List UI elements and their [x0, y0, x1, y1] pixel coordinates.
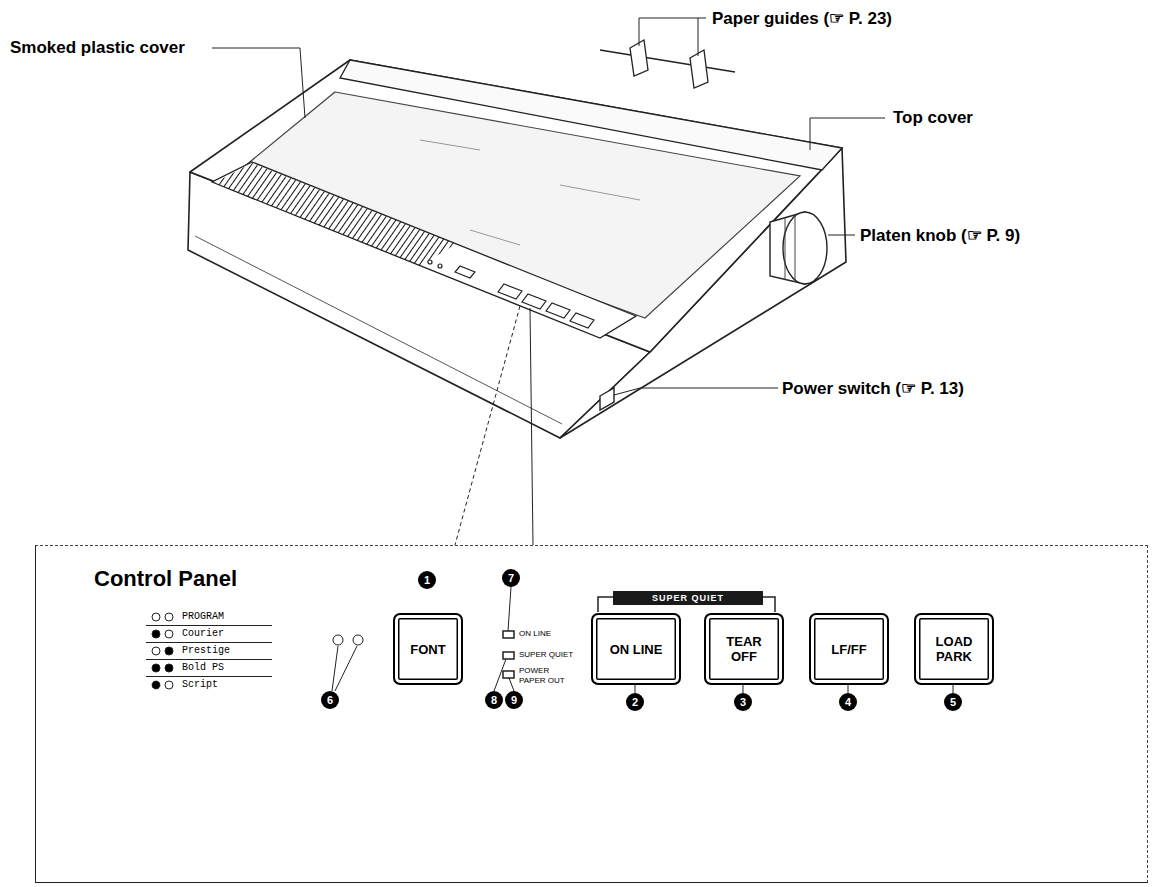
lamp-off: [165, 681, 173, 689]
callout-line: [848, 684, 849, 693]
leader-line: [639, 18, 706, 46]
strip-button: [498, 284, 522, 299]
leader-line: [698, 18, 699, 56]
strip-button: [522, 294, 546, 309]
callout-number: 1: [418, 571, 436, 589]
panel-button: LOAD PARK: [914, 613, 994, 685]
callout-line: [335, 646, 357, 691]
callout-line: [635, 684, 636, 693]
panel-marks: [332, 587, 953, 693]
callout-line: [508, 587, 511, 631]
part-label: Platen knob (☞ P. 9): [860, 225, 1020, 246]
part-label: Paper guides (☞ P. 23): [712, 8, 892, 29]
font-indicator-label: PROGRAM: [182, 611, 224, 623]
callout-number: 9: [505, 691, 523, 709]
zoom-line: [530, 308, 533, 545]
platen-knob: [783, 212, 827, 284]
led: [503, 671, 514, 678]
lamp-off: [152, 647, 160, 655]
font-indicator-table: [146, 613, 272, 689]
part-label: Top cover: [893, 108, 973, 128]
callout-number: 3: [734, 693, 752, 711]
power-switch: [600, 388, 614, 410]
lamp-off: [165, 630, 173, 638]
table-rule: [146, 659, 272, 660]
lamp-off: [152, 613, 160, 621]
font-lamp: [353, 635, 363, 645]
panel-button: ON LINE: [591, 613, 681, 685]
table-rule: [146, 625, 272, 626]
leader-line: [614, 388, 778, 395]
panel-button: FONT: [393, 613, 463, 685]
control-strip: [212, 162, 636, 338]
leader-line: [810, 118, 885, 150]
lamp-on: [152, 664, 160, 672]
guide-rail: [600, 50, 735, 72]
font-indicator-label: Script: [182, 679, 218, 691]
lamp-blink: [152, 681, 160, 689]
strip-button: [546, 303, 570, 318]
reflection-line: [420, 140, 640, 245]
callout-line: [332, 646, 338, 691]
led: [503, 652, 514, 659]
button-label: ON LINE: [610, 642, 663, 657]
callout-number: 2: [626, 693, 644, 711]
font-indicator-label: Bold PS: [182, 662, 224, 674]
font-indicator-label: Prestige: [182, 645, 230, 657]
band-label: SUPER QUIET: [652, 593, 724, 603]
panel-button: TEAR OFF: [704, 613, 784, 685]
led: [503, 631, 514, 638]
table-rule: [146, 642, 272, 643]
key-band: SUPER QUIET: [613, 591, 763, 605]
callout-line: [494, 659, 506, 691]
zoom-line: [455, 306, 520, 545]
callout-number: 6: [321, 691, 339, 709]
button-label: LF/FF: [831, 642, 866, 657]
strip-button: [455, 266, 475, 278]
strip-buttons: [428, 260, 594, 328]
panel-title: Control Panel: [94, 566, 237, 592]
strip-lamp: [428, 260, 432, 264]
leader-lines: [212, 18, 885, 545]
button-label: TEAR OFF: [720, 634, 768, 664]
led-label: POWER: [519, 666, 549, 676]
printer-body: [188, 60, 846, 438]
paper-guide: [690, 50, 708, 88]
led-label: PAPER OUT: [519, 676, 565, 686]
callout-line: [509, 678, 514, 691]
button-label: FONT: [410, 642, 445, 657]
lamp-off: [165, 613, 173, 621]
top-face: [190, 60, 842, 352]
strip-button: [570, 313, 594, 328]
lamp-on: [165, 647, 173, 655]
callout-line: [743, 684, 744, 693]
callout-number: 5: [944, 693, 962, 711]
led-label: ON LINE: [519, 629, 551, 639]
led-label: SUPER QUIET: [519, 650, 573, 660]
button-label: LOAD PARK: [930, 634, 978, 664]
panel-button: LF/FF: [809, 613, 889, 685]
knob-ridge: [785, 215, 795, 282]
hatched-area: [214, 163, 456, 266]
control-panel: Control PanelFONT SUPER QUIET ON LINE TEAR …: [35, 545, 1148, 883]
callout-number: 4: [839, 693, 857, 711]
font-lamp: [333, 635, 343, 645]
table-rule: [146, 676, 272, 677]
strip-lamp: [438, 264, 442, 268]
part-label: Smoked plastic cover: [10, 38, 185, 58]
lamp-on: [165, 664, 173, 672]
leader-line: [212, 48, 305, 118]
callout-number: 7: [502, 569, 520, 587]
callout-number: 8: [485, 691, 503, 709]
leader-line: [828, 235, 855, 236]
font-indicator-label: Courier: [182, 628, 224, 640]
lamp-on: [152, 630, 160, 638]
callout-line: [953, 684, 954, 693]
part-label: Power switch (☞ P. 13): [782, 378, 964, 399]
